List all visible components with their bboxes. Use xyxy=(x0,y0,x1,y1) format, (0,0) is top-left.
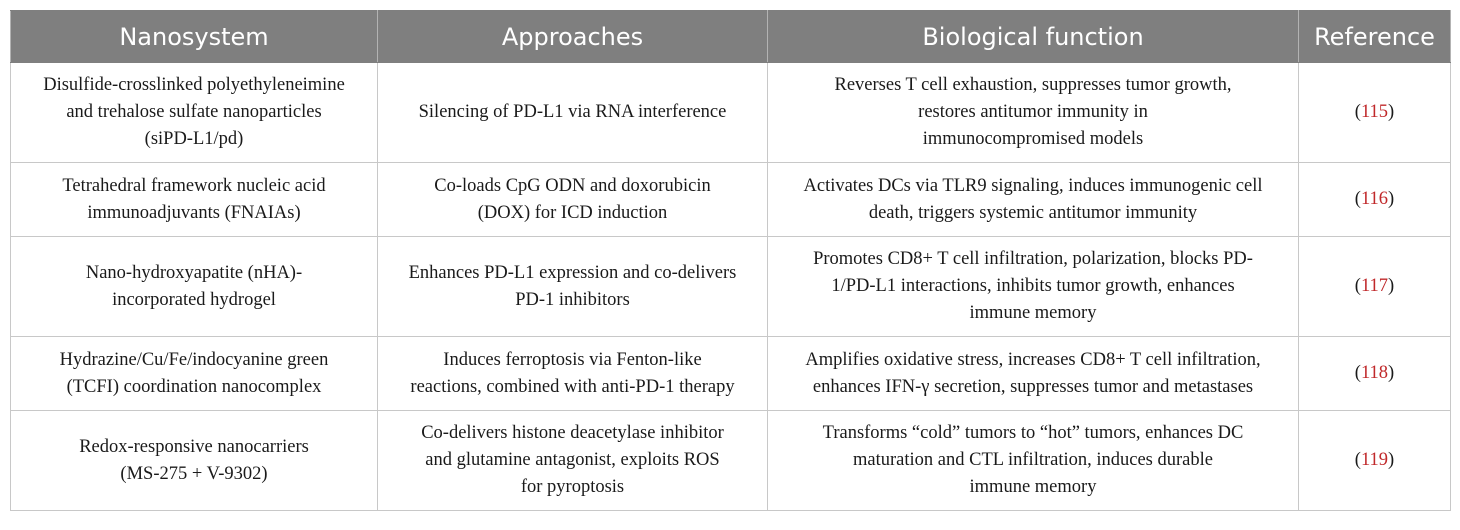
biological-function-cell: Amplifies oxidative stress, increases CD… xyxy=(767,336,1299,411)
cell-line: Induces ferroptosis via Fenton-like xyxy=(443,349,702,370)
table-row: Tetrahedral framework nucleic acid immun… xyxy=(10,162,1451,237)
cell-line: Nano-hydroxyapatite (nHA)- xyxy=(85,262,303,283)
approaches-cell: Silencing of PD-L1 via RNA interference xyxy=(377,62,768,163)
cell-line: 1/PD-L1 interactions, inhibits tumor gro… xyxy=(831,276,1235,296)
reference-link[interactable]: 118 xyxy=(1360,363,1389,383)
cell-line: Silencing of PD-L1 via RNA interference xyxy=(418,102,727,122)
cell-line: Tetrahedral framework nucleic acid xyxy=(62,175,326,196)
cell-line: immune memory xyxy=(969,477,1097,497)
cell-line: Co-loads CpG ODN and doxorubicin xyxy=(434,175,711,196)
cell-line: Enhances PD-L1 expression and co-deliver… xyxy=(408,262,737,283)
reference-cell: (115) xyxy=(1298,62,1451,163)
reference-link[interactable]: 119 xyxy=(1360,450,1389,470)
cell-line: immunoadjuvants (FNAIAs) xyxy=(87,202,301,223)
cell-line: Transforms “cold” tumors to “hot” tumors… xyxy=(822,423,1244,443)
nanosystem-cell: Tetrahedral framework nucleic acid immun… xyxy=(10,162,378,237)
nanosystem-cell: Disulfide-crosslinked polyethyleneimine … xyxy=(10,62,378,163)
approaches-cell: Co-delivers histone deacetylase inhibito… xyxy=(377,410,768,511)
reference-close-paren: ) xyxy=(1388,363,1395,383)
column-header-biological-function: Biological function xyxy=(767,10,1299,63)
cell-line: enhances IFN-γ secretion, suppresses tum… xyxy=(812,376,1254,397)
cell-line: PD-1 inhibitors xyxy=(515,289,630,310)
approaches-cell: Induces ferroptosis via Fenton-like reac… xyxy=(377,336,768,411)
reference-close-paren: ) xyxy=(1388,450,1395,470)
reference-cell: (116) xyxy=(1298,162,1451,237)
nanosystem-cell: Redox-responsive nanocarriers (MS-275 + … xyxy=(10,410,378,511)
reference-link[interactable]: 115 xyxy=(1360,102,1389,122)
reference-close-paren: ) xyxy=(1388,189,1395,209)
nanosystem-cell: Nano-hydroxyapatite (nHA)- incorporated … xyxy=(10,236,378,337)
biological-function-cell: Transforms “cold” tumors to “hot” tumors… xyxy=(767,410,1299,511)
cell-line: Promotes CD8+ T cell infiltration, polar… xyxy=(813,249,1253,269)
cell-line: Reverses T cell exhaustion, suppresses t… xyxy=(834,75,1232,95)
cell-line: (MS-275 + V-9302) xyxy=(120,463,268,484)
cell-line: immunocompromised models xyxy=(922,129,1144,149)
cell-line: Activates DCs via TLR9 signaling, induce… xyxy=(803,175,1263,196)
table-header-row: Nanosystem Approaches Biological functio… xyxy=(10,10,1451,63)
cell-line: Redox-responsive nanocarriers xyxy=(79,436,309,457)
reference-open-paren: ( xyxy=(1354,450,1361,470)
biological-function-cell: Activates DCs via TLR9 signaling, induce… xyxy=(767,162,1299,237)
reference-open-paren: ( xyxy=(1354,276,1361,296)
reference-cell: (117) xyxy=(1298,236,1451,337)
reference-link[interactable]: 117 xyxy=(1360,276,1389,296)
cell-line: Disulfide-crosslinked polyethyleneimine xyxy=(43,75,345,95)
reference-close-paren: ) xyxy=(1388,102,1395,122)
nanosystem-table: Nanosystem Approaches Biological functio… xyxy=(10,10,1451,511)
cell-line: Amplifies oxidative stress, increases CD… xyxy=(805,349,1261,370)
reference-open-paren: ( xyxy=(1354,102,1361,122)
cell-line: (TCFI) coordination nanocomplex xyxy=(66,376,322,397)
cell-line: maturation and CTL infiltration, induces… xyxy=(853,450,1213,470)
cell-line: incorporated hydrogel xyxy=(112,289,276,310)
cell-line: Co-delivers histone deacetylase inhibito… xyxy=(421,423,724,443)
nanosystem-cell: Hydrazine/Cu/Fe/indocyanine green (TCFI)… xyxy=(10,336,378,411)
cell-line: (siPD-L1/pd) xyxy=(144,129,244,149)
column-header-approaches: Approaches xyxy=(377,10,768,63)
column-header-nanosystem: Nanosystem xyxy=(10,10,378,63)
reference-link[interactable]: 116 xyxy=(1360,189,1389,209)
biological-function-cell: Promotes CD8+ T cell infiltration, polar… xyxy=(767,236,1299,337)
cell-line: and trehalose sulfate nanoparticles xyxy=(66,102,322,122)
biological-function-cell: Reverses T cell exhaustion, suppresses t… xyxy=(767,62,1299,163)
table-row: Redox-responsive nanocarriers (MS-275 + … xyxy=(10,410,1451,511)
table-row: Nano-hydroxyapatite (nHA)- incorporated … xyxy=(10,236,1451,337)
reference-cell: (119) xyxy=(1298,410,1451,511)
column-header-reference: Reference xyxy=(1298,10,1451,63)
cell-line: and glutamine antagonist, exploits ROS xyxy=(425,450,720,470)
reference-close-paren: ) xyxy=(1388,276,1395,296)
approaches-cell: Co-loads CpG ODN and doxorubicin (DOX) f… xyxy=(377,162,768,237)
reference-cell: (118) xyxy=(1298,336,1451,411)
reference-open-paren: ( xyxy=(1354,363,1361,383)
cell-line: for pyroptosis xyxy=(520,477,625,497)
cell-line: death, triggers systemic antitumor immun… xyxy=(868,202,1198,223)
cell-line: immune memory xyxy=(969,303,1097,323)
table-row: Hydrazine/Cu/Fe/indocyanine green (TCFI)… xyxy=(10,336,1451,411)
cell-line: (DOX) for ICD induction xyxy=(477,202,668,223)
reference-open-paren: ( xyxy=(1354,189,1361,209)
cell-line: reactions, combined with anti-PD-1 thera… xyxy=(410,376,735,397)
approaches-cell: Enhances PD-L1 expression and co-deliver… xyxy=(377,236,768,337)
cell-line: Hydrazine/Cu/Fe/indocyanine green xyxy=(59,349,329,370)
table-row: Disulfide-crosslinked polyethyleneimine … xyxy=(10,62,1451,163)
cell-line: restores antitumor immunity in xyxy=(918,102,1148,122)
